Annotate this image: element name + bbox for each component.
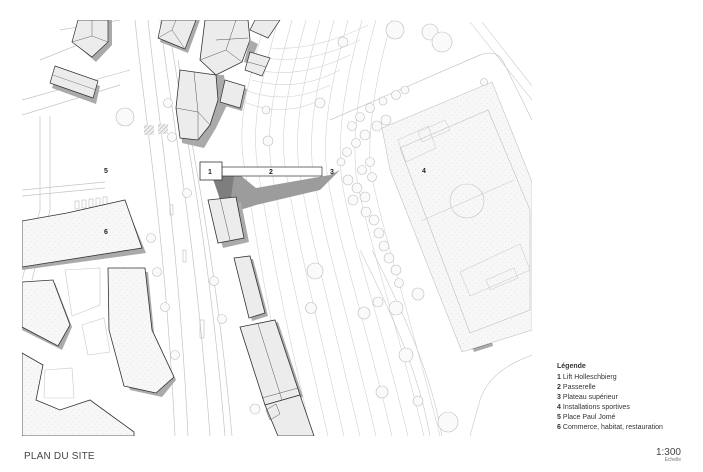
map-label-1: 1 <box>208 169 212 176</box>
map-drawing: 1 2 3 4 5 6 <box>22 20 532 436</box>
scale-indicator: 1:300 Echelle <box>656 447 681 463</box>
block-6-buildings <box>22 199 176 436</box>
parking-marks <box>74 196 205 339</box>
map-label-3: 3 <box>330 169 334 176</box>
passerelle-shadow <box>214 170 340 210</box>
map-label-5: 5 <box>104 168 108 175</box>
crosswalk <box>144 125 154 135</box>
legend-title: Légende <box>557 363 586 370</box>
scale-value: 1:300 <box>655 447 681 458</box>
map-label-6: 6 <box>104 229 108 236</box>
crosswalk <box>158 124 168 134</box>
lift-box <box>199 161 223 181</box>
scale-label: Echelle <box>664 457 681 463</box>
upper-left-buildings <box>49 20 200 104</box>
map-label-4: 4 <box>422 168 426 175</box>
map-label-2: 2 <box>269 169 273 176</box>
plan-title: PLAN DU SITE <box>24 451 95 462</box>
sports-field <box>329 21 532 436</box>
central-buildings <box>175 20 281 148</box>
trees <box>115 20 488 433</box>
